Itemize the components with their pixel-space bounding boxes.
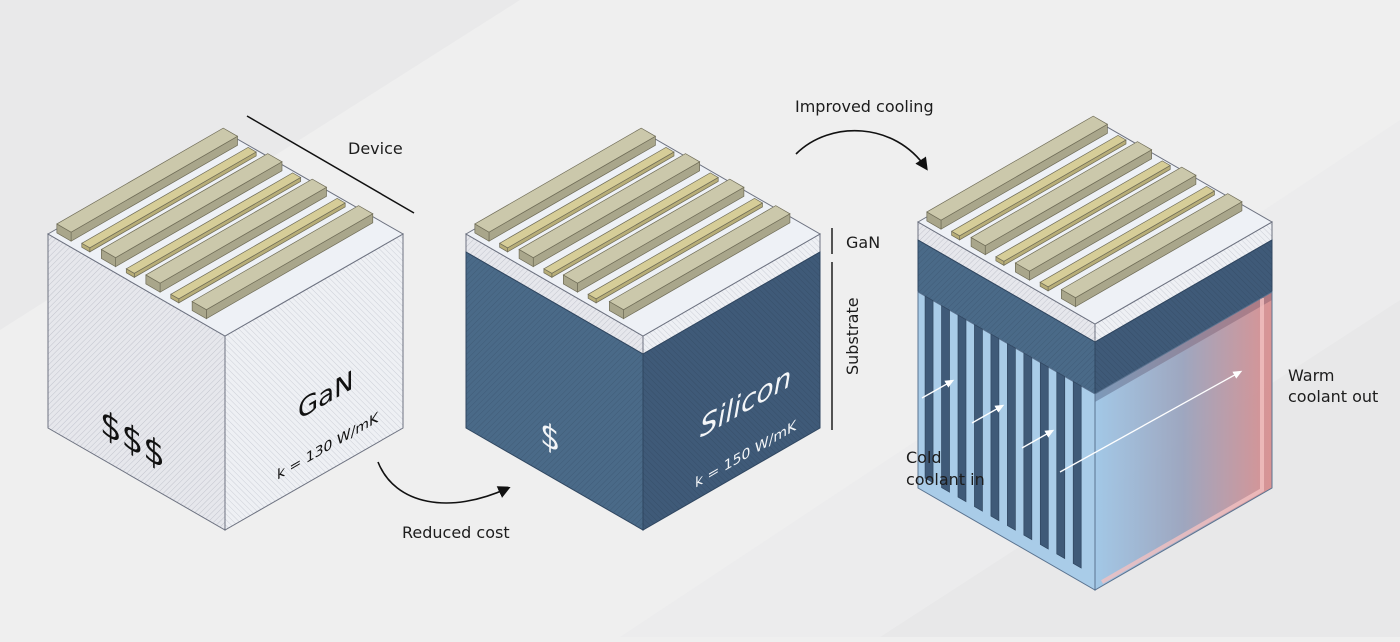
cold-coolant-label-line2: coolant in bbox=[906, 470, 985, 489]
cooled-cube bbox=[916, 115, 1274, 591]
electrode-strip bbox=[926, 115, 1109, 221]
gold-contact-strip bbox=[587, 197, 764, 300]
cooling-fin bbox=[1056, 371, 1066, 560]
cooling-fin bbox=[924, 295, 934, 484]
improved-cooling-label: Improved cooling bbox=[795, 97, 934, 116]
electrode-strip bbox=[145, 178, 328, 284]
cooling-fin bbox=[1007, 342, 1016, 531]
cooling-fin bbox=[990, 333, 1000, 522]
electrode-strip bbox=[100, 153, 283, 259]
gold-contact-strip bbox=[498, 146, 675, 249]
gold-contact-strip bbox=[81, 146, 257, 249]
cooling-fin bbox=[974, 323, 983, 512]
device-electrodes bbox=[56, 127, 374, 320]
gold-contact-strip bbox=[950, 134, 1127, 237]
cooling-fins bbox=[924, 295, 1082, 569]
device-electrodes bbox=[474, 127, 791, 320]
electrode-strip bbox=[56, 127, 239, 233]
warm-coolant-label-line1: Warm bbox=[1288, 366, 1334, 385]
electrode-strip bbox=[518, 153, 701, 259]
coolant-channel-face bbox=[1095, 292, 1272, 590]
gold-contact-strip bbox=[125, 172, 302, 274]
reduced-cost-label: Reduced cost bbox=[402, 523, 510, 542]
electrode-strip bbox=[191, 205, 374, 311]
electrode-strip bbox=[562, 178, 745, 284]
coolant-flow-arrow bbox=[921, 379, 955, 399]
electrode-strip bbox=[1014, 166, 1197, 272]
gold-contact-strip bbox=[1039, 185, 1216, 288]
gan-cube: $$$ GaN k = 130 W/mK bbox=[46, 127, 405, 531]
warm-coolant-label-line2: coolant out bbox=[1288, 387, 1378, 406]
electrode-strip bbox=[474, 127, 657, 233]
electrode-strip bbox=[1060, 193, 1243, 299]
cooling-fin bbox=[957, 314, 967, 503]
cooling-fin bbox=[1072, 380, 1082, 569]
coolant-flow-arrow bbox=[971, 404, 1005, 424]
cooling-fin bbox=[1023, 352, 1033, 541]
coolant-flow-arrow bbox=[1021, 429, 1055, 449]
cold-coolant-label-line1: Cold bbox=[906, 448, 942, 467]
device-label: Device bbox=[348, 139, 403, 158]
gold-contact-strip bbox=[543, 172, 719, 274]
electrode-strip bbox=[608, 205, 791, 311]
substrate-label: Substrate bbox=[843, 297, 862, 375]
gold-contact-strip bbox=[995, 160, 1171, 262]
reduced-cost-arrow bbox=[377, 461, 511, 504]
device-electrodes bbox=[926, 115, 1243, 308]
cooling-fin bbox=[1039, 361, 1049, 550]
coolant-flow-arrow bbox=[1059, 370, 1243, 473]
gold-contact-strip bbox=[170, 197, 346, 300]
silicon-cost-label: $ bbox=[540, 413, 560, 462]
gan-layer-label: GaN bbox=[846, 233, 880, 252]
improved-cooling-arrow bbox=[795, 129, 928, 171]
silicon-cube-right-face bbox=[642, 251, 821, 531]
device-dimension-line bbox=[246, 115, 415, 214]
electrode-strip bbox=[970, 141, 1153, 247]
cooling-fin bbox=[941, 304, 950, 493]
silicon-cube: $ Silicon k = 150 W/mK bbox=[464, 127, 822, 531]
